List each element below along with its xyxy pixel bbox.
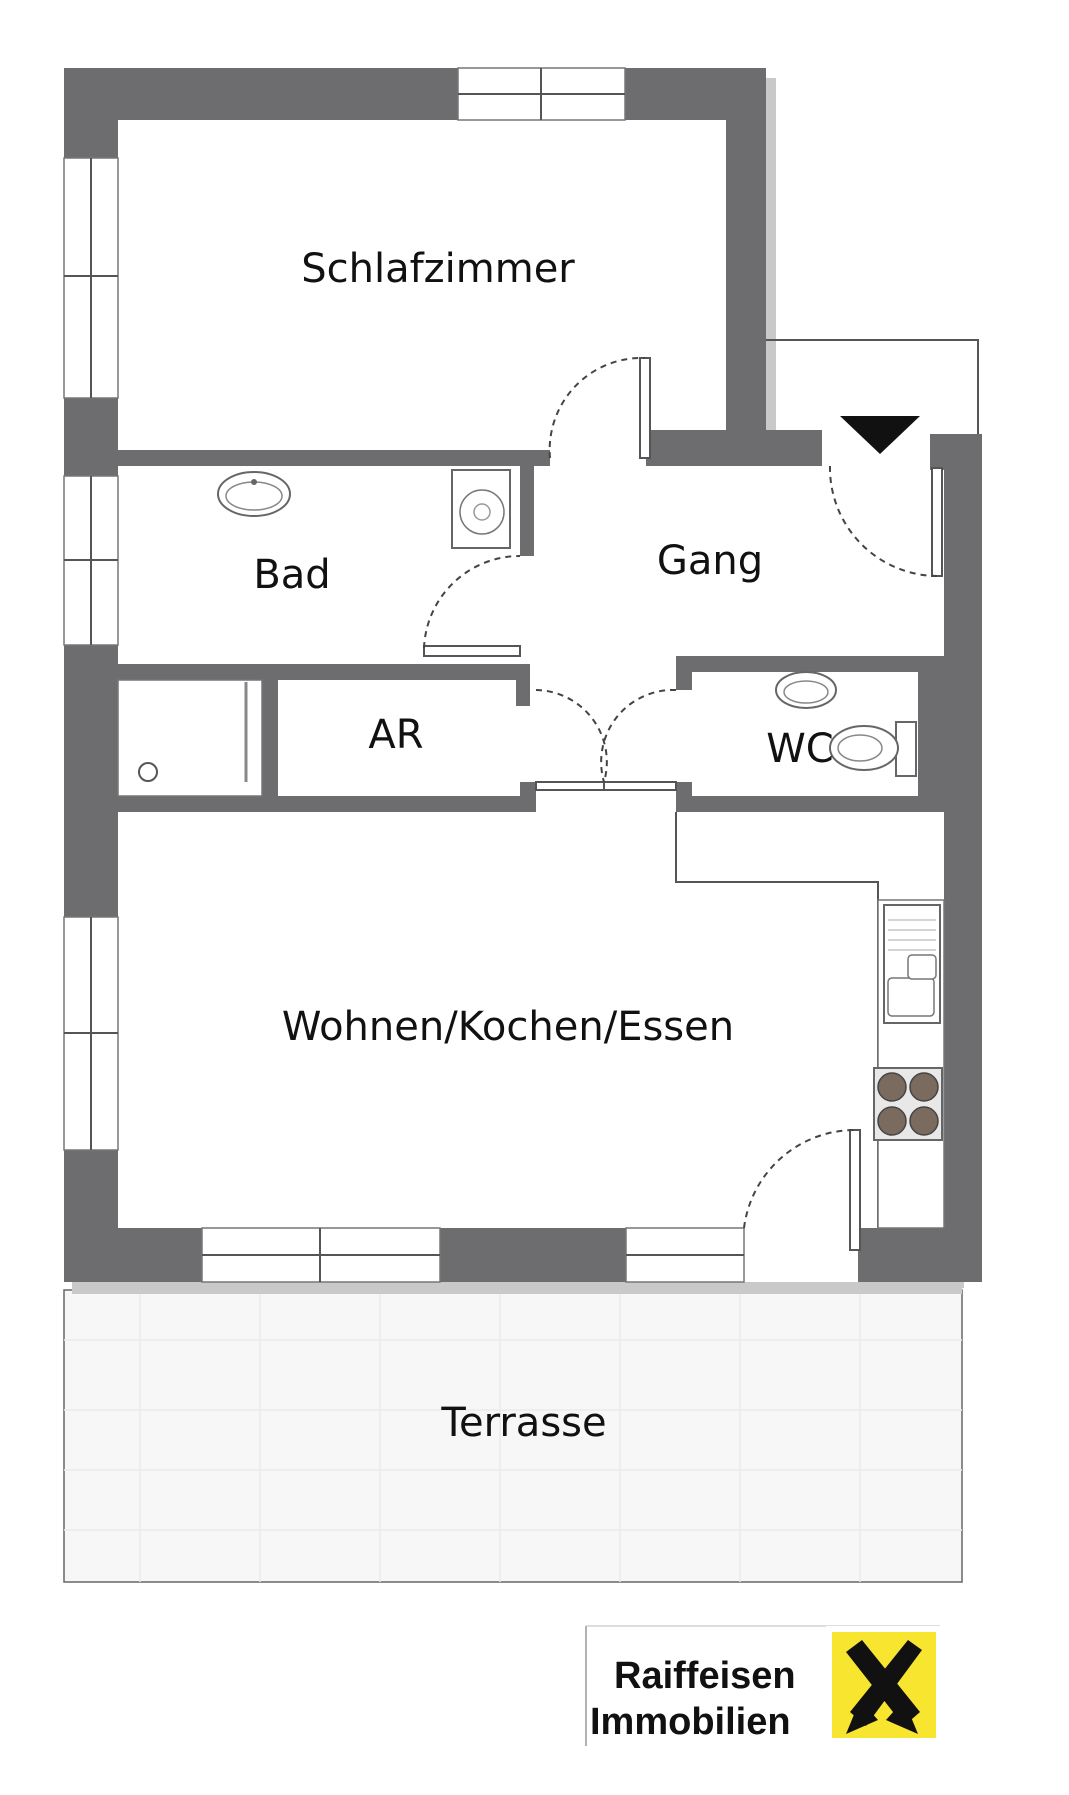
kitchen-sink-icon [883, 904, 941, 1024]
room-label-wc: WC [766, 726, 833, 772]
ar-door-leaf[interactable] [535, 781, 605, 791]
terrace-tiles [64, 1290, 962, 1582]
wc-sink-icon [775, 671, 837, 709]
bath-door-leaf[interactable] [423, 645, 521, 657]
ar-door-swing [535, 689, 608, 783]
stove-icon [873, 1067, 943, 1141]
entrance-door-swing [828, 465, 938, 577]
bath-sink-icon [217, 471, 291, 517]
room-label-bad: Bad [253, 552, 330, 598]
washing-machine-icon [451, 469, 511, 549]
wc-door-swing [600, 688, 677, 783]
raiffeisen-logo: Raiffeisen Immobilien [585, 1625, 940, 1746]
walls [64, 68, 982, 1282]
room-label-gang: Gang [657, 538, 763, 584]
room-label-ar: AR [368, 712, 423, 758]
room-label-schlafzimmer: Schlafzimmer [301, 246, 575, 292]
wc-door-leaf[interactable] [603, 781, 677, 791]
bedroom-door-leaf[interactable] [639, 357, 651, 459]
doors[interactable] [423, 356, 943, 1251]
entrance-arrow-icon [840, 416, 920, 454]
bedroom-door-swing [548, 356, 646, 459]
shower-icon [117, 679, 263, 797]
entrance-door-leaf[interactable] [931, 467, 943, 577]
raiffeisen-logo-icon [826, 1626, 940, 1744]
bath-door-swing [423, 554, 521, 649]
toilet-icon [829, 721, 917, 777]
terrace-area [63, 1289, 963, 1583]
entrance-outline [766, 339, 979, 434]
logo-line2: Immobilien [590, 1701, 791, 1743]
logo-line1: Raiffeisen [614, 1655, 796, 1697]
windows [63, 67, 745, 1283]
terrace-door-swing [743, 1128, 857, 1229]
room-label-terrasse: Terrasse [440, 1400, 606, 1446]
room-label-wohnen: Wohnen/Kochen/Essen [282, 1004, 734, 1050]
terrace-door-leaf[interactable] [849, 1129, 861, 1251]
